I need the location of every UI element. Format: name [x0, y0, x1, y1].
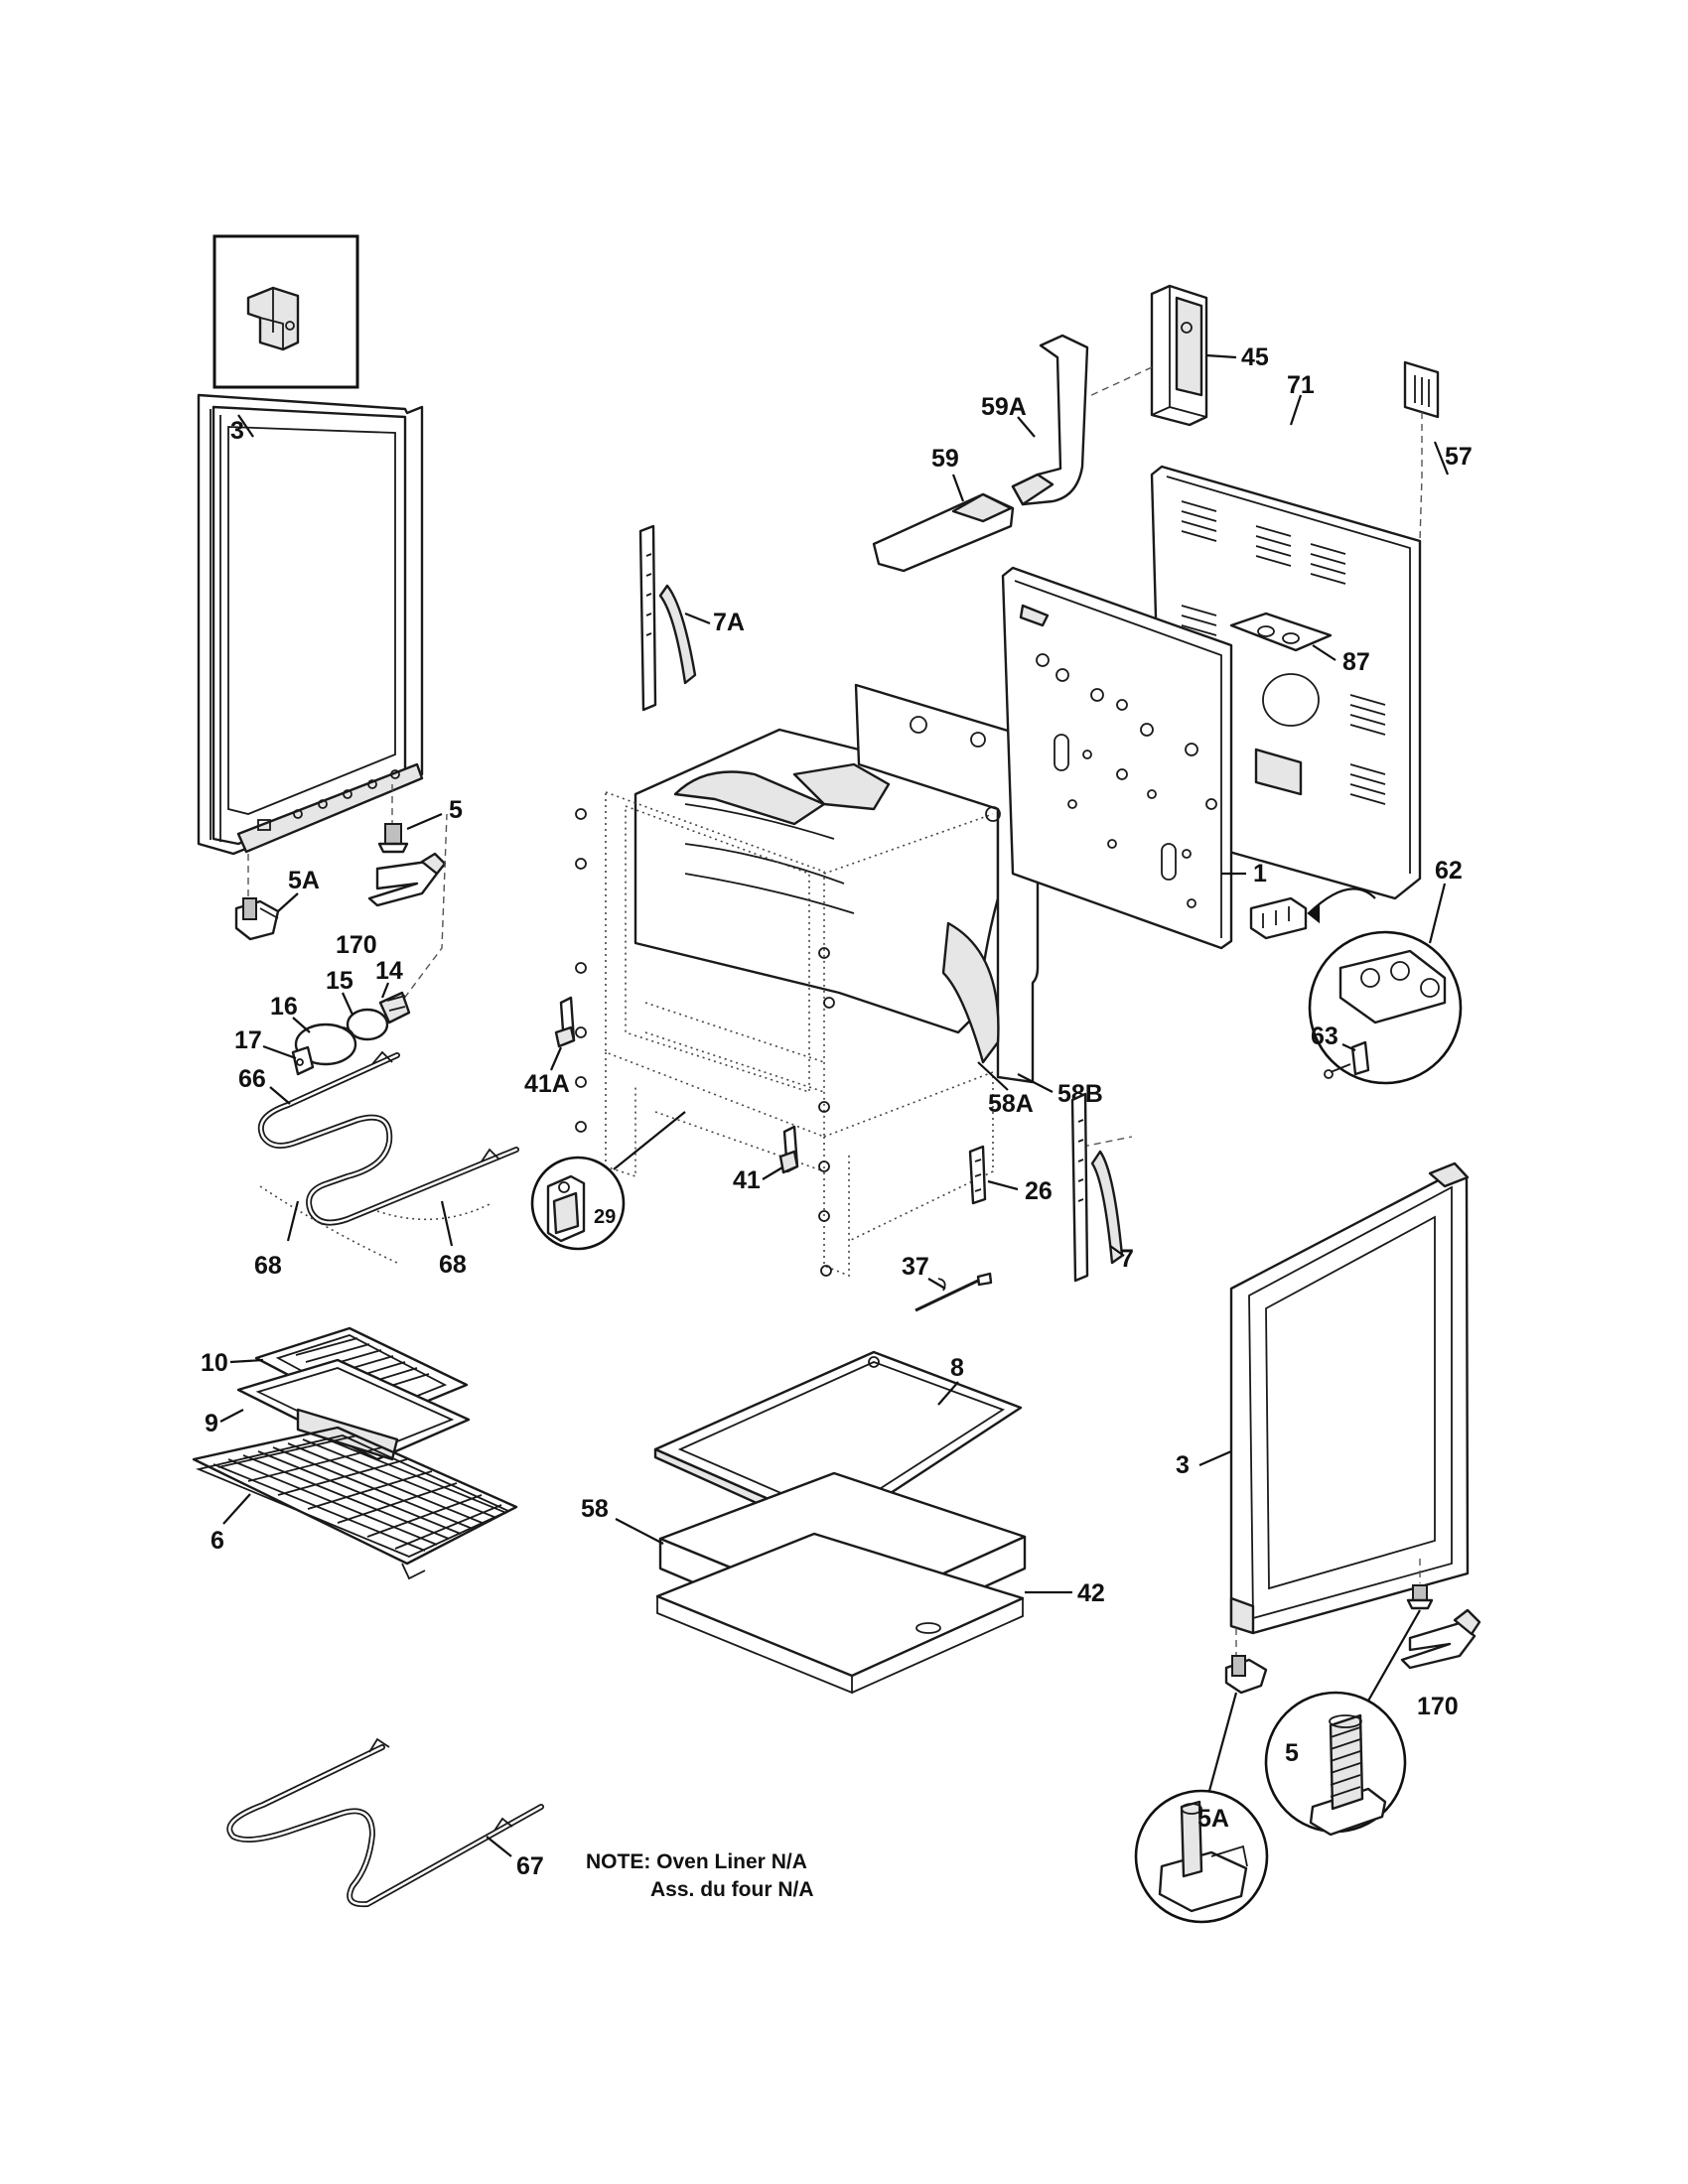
label-back-panel: 1 — [1253, 860, 1267, 887]
label-rack-slide-7: 7 — [1120, 1245, 1134, 1273]
label-bulb-clip: 17 — [234, 1026, 262, 1054]
label-rack-slide-7a: 7A — [713, 609, 745, 636]
label-drawer-bottom: 42 — [1077, 1579, 1105, 1607]
oven-door-left — [197, 393, 424, 856]
label-anti-tip-left: 170 — [336, 931, 377, 959]
label-hinge-26: 26 — [1025, 1177, 1053, 1205]
screw-63 — [1324, 1040, 1370, 1079]
leveler-leg-left — [377, 784, 409, 854]
label-door-right: 3 — [1176, 1451, 1190, 1479]
clip-29 — [546, 1174, 586, 1243]
broil-pan — [236, 1358, 471, 1461]
label-terminal-block: 62 — [1435, 857, 1463, 885]
label-oven-rack: 6 — [211, 1527, 224, 1555]
rack-slide-7a — [638, 524, 697, 712]
oven-cavity — [575, 728, 1000, 1278]
label-leveler-base-left: 5A — [288, 867, 320, 894]
label-leveler-inset: 5 — [1285, 1739, 1299, 1767]
label-leveler-base-inset: 5A — [1197, 1805, 1229, 1833]
label-vent-plate: 87 — [1342, 648, 1370, 676]
label-anti-tip-right: 170 — [1417, 1693, 1459, 1720]
back-panel — [1001, 566, 1233, 950]
terminal-block-detail — [1338, 949, 1447, 1024]
anti-tip-bracket-left — [367, 852, 447, 907]
broil-pan-slots — [295, 1337, 430, 1398]
vent-cover — [1403, 360, 1440, 542]
label-broil-insulation-left: 68 — [254, 1252, 282, 1280]
label-bracket-41a: 41A — [524, 1070, 570, 1098]
rear-panel-vents — [1181, 500, 1386, 805]
vent-duct — [1150, 284, 1208, 427]
frame-screws — [575, 808, 835, 1277]
label-drawer-liner: 8 — [950, 1354, 964, 1382]
bracket-41 — [778, 1125, 799, 1174]
vent-plate — [1229, 612, 1333, 652]
label-door-left: 3 — [230, 417, 244, 445]
inset-box-21 — [212, 234, 359, 389]
label-broil-insulation-right: 68 — [439, 1251, 467, 1279]
label-broil-pan-insert: 10 — [201, 1349, 228, 1377]
label-rear-panel: 71 — [1287, 371, 1315, 399]
leveler-base-left — [234, 854, 280, 941]
label-vent-cover: 57 — [1445, 443, 1473, 471]
label-light-bulb: 15 — [326, 967, 353, 995]
oven-light-assembly — [291, 813, 448, 1076]
bake-element — [226, 1737, 544, 1908]
terminal-block — [1249, 896, 1308, 940]
oven-rack — [192, 1426, 518, 1580]
label-bulb-cover: 16 — [270, 993, 298, 1021]
label-receptacle: 14 — [375, 957, 403, 985]
note-line-2: Ass. du four N/A — [650, 1878, 814, 1901]
leveler-leg-right — [1406, 1559, 1434, 1610]
duct-insulation-59 — [872, 492, 1015, 573]
oven-door-right — [1229, 1161, 1470, 1635]
sensor-37 — [914, 1272, 993, 1312]
label-vent-duct: 45 — [1241, 343, 1269, 371]
label-insulation-58a: 58A — [988, 1090, 1034, 1118]
label-duct-insulation-59a: 59A — [981, 393, 1027, 421]
rack-slide-7 — [1070, 1092, 1133, 1283]
note-line-1: NOTE: Oven Liner N/A — [586, 1850, 807, 1873]
label-clip-29: 29 — [594, 1206, 616, 1228]
oven-rack-wires — [212, 1434, 507, 1552]
label-sensor-37: 37 — [902, 1253, 929, 1281]
leveler-base-detail — [1158, 1800, 1248, 1913]
label-leveler-left: 5 — [449, 796, 463, 824]
label-drawer-insulation: 58 — [581, 1495, 609, 1523]
bracket-41a — [554, 996, 576, 1048]
leveler-leg-detail — [1309, 1713, 1387, 1837]
label-bake-element: 67 — [516, 1852, 544, 1880]
anti-tip-bracket-right — [1400, 1608, 1481, 1670]
label-screw-63: 63 — [1311, 1023, 1338, 1050]
label-bracket-41: 41 — [733, 1166, 761, 1194]
broil-element — [257, 1050, 519, 1264]
drawer-bottom-42 — [655, 1532, 1025, 1695]
side-insulation-58b — [854, 683, 1040, 1084]
back-panel-holes — [1036, 653, 1217, 908]
duct-insulation-59a — [1011, 334, 1089, 506]
leveler-base-right — [1224, 1628, 1268, 1695]
label-broil-element: 66 — [238, 1065, 266, 1093]
label-broil-pan: 9 — [205, 1410, 218, 1437]
hinge-26 — [968, 1145, 987, 1205]
label-duct-insulation-59: 59 — [931, 445, 959, 473]
